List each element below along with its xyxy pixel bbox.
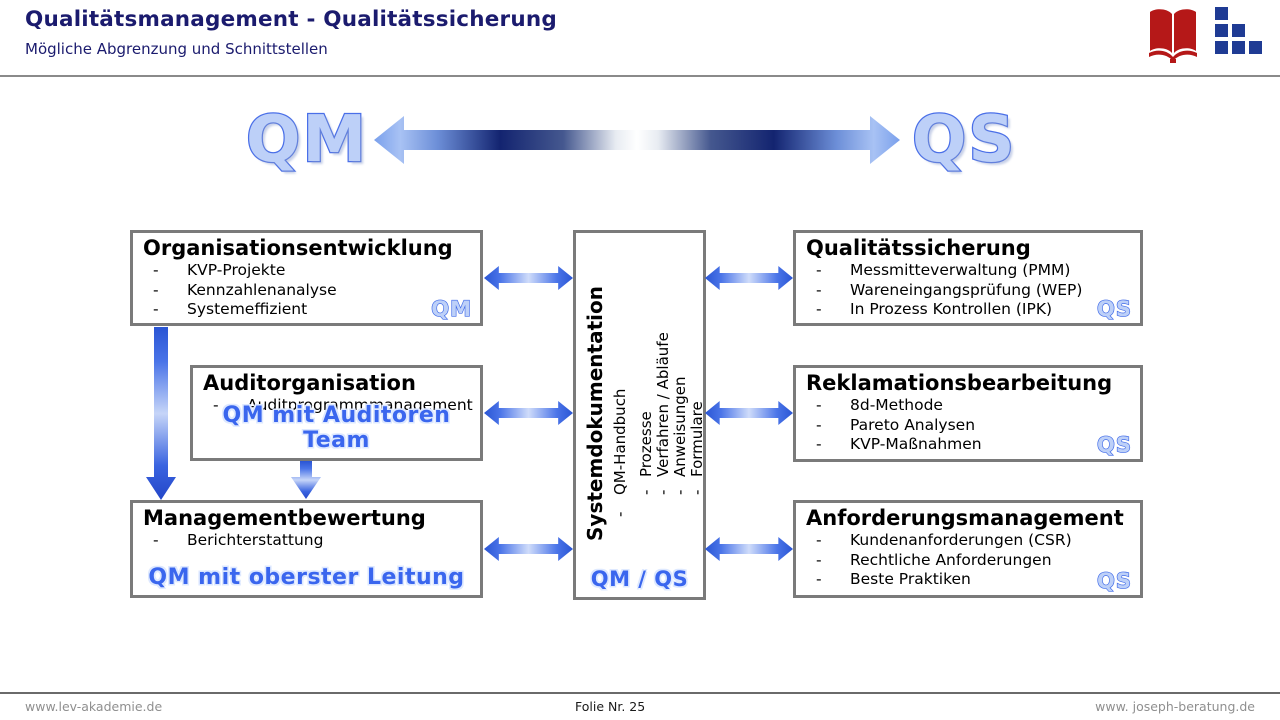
qs-tag: QS: [1096, 432, 1132, 457]
box-title-vertical: Systemdokumentation: [583, 286, 607, 541]
arrow-left-middle: [484, 401, 573, 425]
open-book-logo-icon: [1149, 9, 1197, 63]
arrow-down-long: [146, 327, 176, 500]
box-title: Reklamationsbearbeitung: [806, 371, 1113, 395]
qs-tag: QS: [1096, 296, 1132, 321]
stacked-squares-logo-icon: [1215, 7, 1262, 54]
list-subitem-vertical: Formulare: [688, 401, 706, 495]
list-item: Wareneingangsprüfung (WEP): [796, 281, 1140, 301]
list-item: Kennzahlenanalyse: [133, 281, 480, 301]
list-item: Kundenanforderungen (CSR): [796, 531, 1140, 551]
list-item: KVP-Maßnahmen: [796, 435, 1140, 455]
qm-tag: QM: [431, 296, 472, 321]
page-subtitle: Mögliche Abgrenzung und Schnittstellen: [25, 40, 328, 58]
slide-number: Folie Nr. 25: [575, 699, 646, 714]
list-item: Berichterstattung: [133, 531, 480, 551]
box-reklamationsbearbeitung: Reklamationsbearbeitung 8d-Methode Paret…: [793, 365, 1143, 462]
box-organisationsentwicklung: Organisationsentwicklung KVP-Projekte Ke…: [130, 230, 483, 326]
box-auditorganisation: Auditorganisation Auditprogrammmanagemen…: [190, 365, 483, 461]
box-systemdokumentation: Systemdokumentation QM-Handbuch Prozesse…: [573, 230, 706, 600]
box-title: Auditorganisation: [203, 371, 416, 395]
qm-team-tag: QM mit Auditoren Team: [222, 403, 451, 453]
arrow-down-short: [291, 461, 321, 499]
qs-tag: QS: [1096, 568, 1132, 593]
footer-right-url: www. joseph-beratung.de: [1095, 699, 1255, 714]
arrow-left-bottom: [484, 537, 573, 561]
list-item: In Prozess Kontrollen (IPK): [796, 300, 1140, 320]
qm-qs-tag: QM / QS: [590, 567, 689, 591]
list-item: Pareto Analysen: [796, 416, 1140, 436]
box-title: Organisationsentwicklung: [143, 236, 453, 260]
list-subitem-vertical: Verfahren / Abläufe: [654, 332, 672, 495]
list-item: Auditprogrammmanagement: [193, 396, 480, 416]
list-subitem-vertical: Prozesse: [637, 411, 655, 495]
list-item: Systemeffizient: [133, 300, 480, 320]
list-item: Beste Praktiken: [796, 570, 1140, 590]
box-managementbewertung: Managementbewertung Berichterstattung QM…: [130, 500, 483, 598]
list-item: KVP-Projekte: [133, 261, 480, 281]
footer-left-url: www.lev-akademie.de: [25, 699, 163, 714]
list-item: Rechtliche Anforderungen: [796, 551, 1140, 571]
box-title: Managementbewertung: [143, 506, 426, 530]
qm-leitung-tag: QM mit oberster Leitung: [148, 565, 465, 590]
page-title: Qualitätsmanagement - Qualitätssicherung: [25, 7, 557, 32]
header-divider: [0, 75, 1280, 77]
box-title: Qualitätssicherung: [806, 236, 1031, 260]
box-qualitaetssicherung: Qualitätssicherung Messmitteverwaltung (…: [793, 230, 1143, 326]
box-anforderungsmanagement: Anforderungsmanagement Kundenanforderung…: [793, 500, 1143, 598]
footer-divider: [0, 692, 1280, 694]
list-item-vertical: QM-Handbuch: [611, 389, 629, 517]
qm-qs-double-arrow: [374, 116, 900, 164]
arrow-right-middle: [705, 401, 793, 425]
arrow-right-bottom: [705, 537, 793, 561]
box-title: Anforderungsmanagement: [806, 506, 1124, 530]
banner-qm-label: QM: [245, 103, 369, 177]
list-subitem-vertical: Anweisungen: [671, 376, 689, 495]
banner-qs-label: QS: [911, 103, 1017, 177]
list-item: Messmitteverwaltung (PMM): [796, 261, 1140, 281]
arrow-left-top: [484, 266, 573, 290]
arrow-right-top: [705, 266, 793, 290]
list-item: 8d-Methode: [796, 396, 1140, 416]
